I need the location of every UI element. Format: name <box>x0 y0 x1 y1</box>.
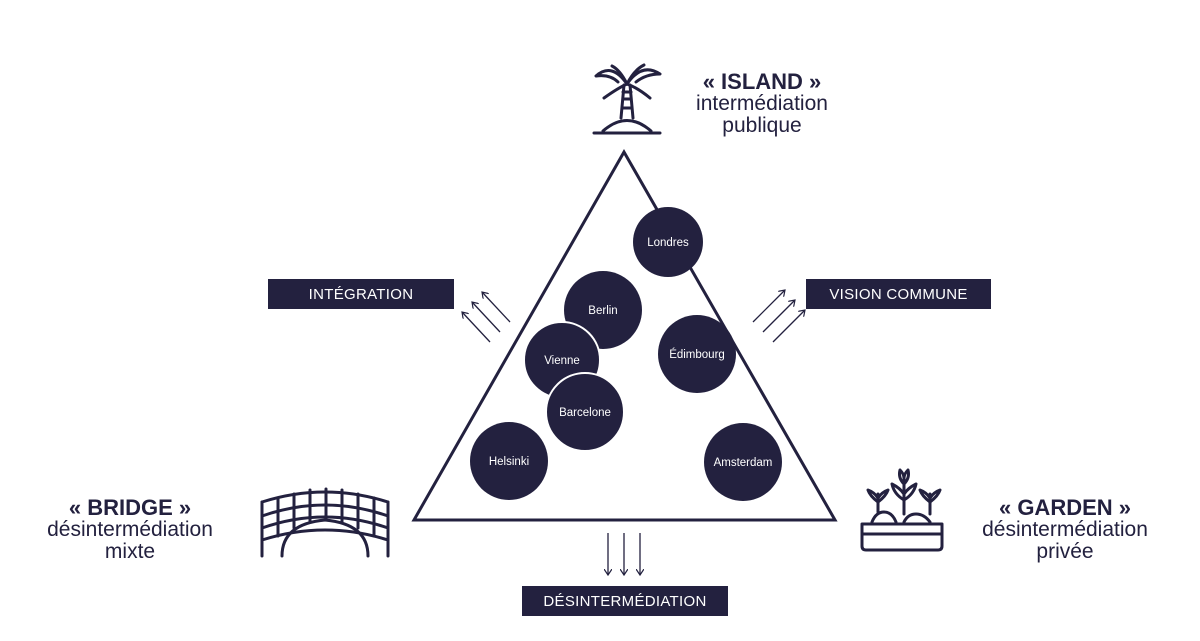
bridge-label: « BRIDGE » désintermédiation mixte <box>30 496 230 563</box>
city-barcelone: Barcelone <box>545 372 625 452</box>
desintermediation-box: DÉSINTERMÉDIATION <box>522 586 728 616</box>
city-label: Vienne <box>544 355 580 367</box>
vision-arrows <box>752 290 805 343</box>
bridge-subtitle-2: mixte <box>104 540 156 564</box>
city-londres: Londres <box>633 207 703 277</box>
vision-commune-box: VISION COMMUNE <box>806 279 991 309</box>
bridge-icon <box>260 487 390 558</box>
garden-label: « GARDEN » désintermédiation privée <box>960 496 1170 563</box>
city-edimbourg: Édimbourg <box>658 315 736 393</box>
island-subtitle-2: publique <box>722 114 802 138</box>
island-label: « ISLAND » intermédiation publique <box>676 70 848 137</box>
island-subtitle-1: intermédiation <box>696 92 828 116</box>
palm-island-icon <box>592 63 662 135</box>
bridge-title: « BRIDGE » <box>68 495 192 520</box>
garden-title: « GARDEN » <box>998 495 1132 520</box>
city-label: Édimbourg <box>669 348 725 361</box>
island-title: « ISLAND » <box>702 69 822 94</box>
integration-box: INTÉGRATION <box>268 279 454 309</box>
city-helsinki: Helsinki <box>470 422 548 500</box>
garden-subtitle-2: privée <box>1036 540 1094 564</box>
city-label: Londres <box>647 237 689 249</box>
city-amsterdam: Amsterdam <box>704 423 782 501</box>
bridge-subtitle-1: désintermédiation <box>47 518 213 542</box>
desintermediation-arrows <box>608 533 640 575</box>
city-label: Helsinki <box>489 456 529 468</box>
garden-planter-icon <box>860 468 944 552</box>
city-label: Berlin <box>588 305 617 317</box>
city-label: Barcelone <box>559 407 611 419</box>
integration-arrows <box>462 292 511 343</box>
garden-subtitle-1: désintermédiation <box>982 518 1148 542</box>
city-label: Amsterdam <box>714 457 773 469</box>
